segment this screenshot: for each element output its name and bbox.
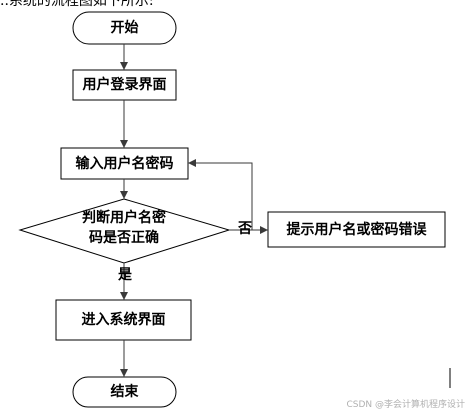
- decision-label-line1: 判断用户名密: [82, 210, 166, 226]
- enter-system-label: 进入系统界面: [81, 312, 166, 328]
- error-prompt-box: [267, 211, 446, 248]
- enter-system-box: [55, 299, 192, 341]
- page-caption: ..系统的流程图如下所示:: [0, 0, 154, 9]
- branch-label-yes: 是: [118, 267, 132, 283]
- end-terminator: [72, 376, 177, 408]
- input-credentials-label: 输入用户名密码: [75, 155, 174, 172]
- start-label: 开始: [110, 20, 139, 36]
- csdn-watermark: CSDN @李会计算机程序设计: [346, 400, 465, 410]
- arrow-loop-back: [188, 159, 253, 230]
- login-page-label: 用户登录界面: [82, 77, 167, 93]
- end-label: 结束: [110, 384, 139, 400]
- branch-label-no: 否: [238, 221, 252, 237]
- error-prompt-label: 提示用户名或密码错误: [286, 221, 427, 238]
- decision-label-line2: 码是否正确: [89, 230, 159, 246]
- login-page-box: [72, 69, 177, 101]
